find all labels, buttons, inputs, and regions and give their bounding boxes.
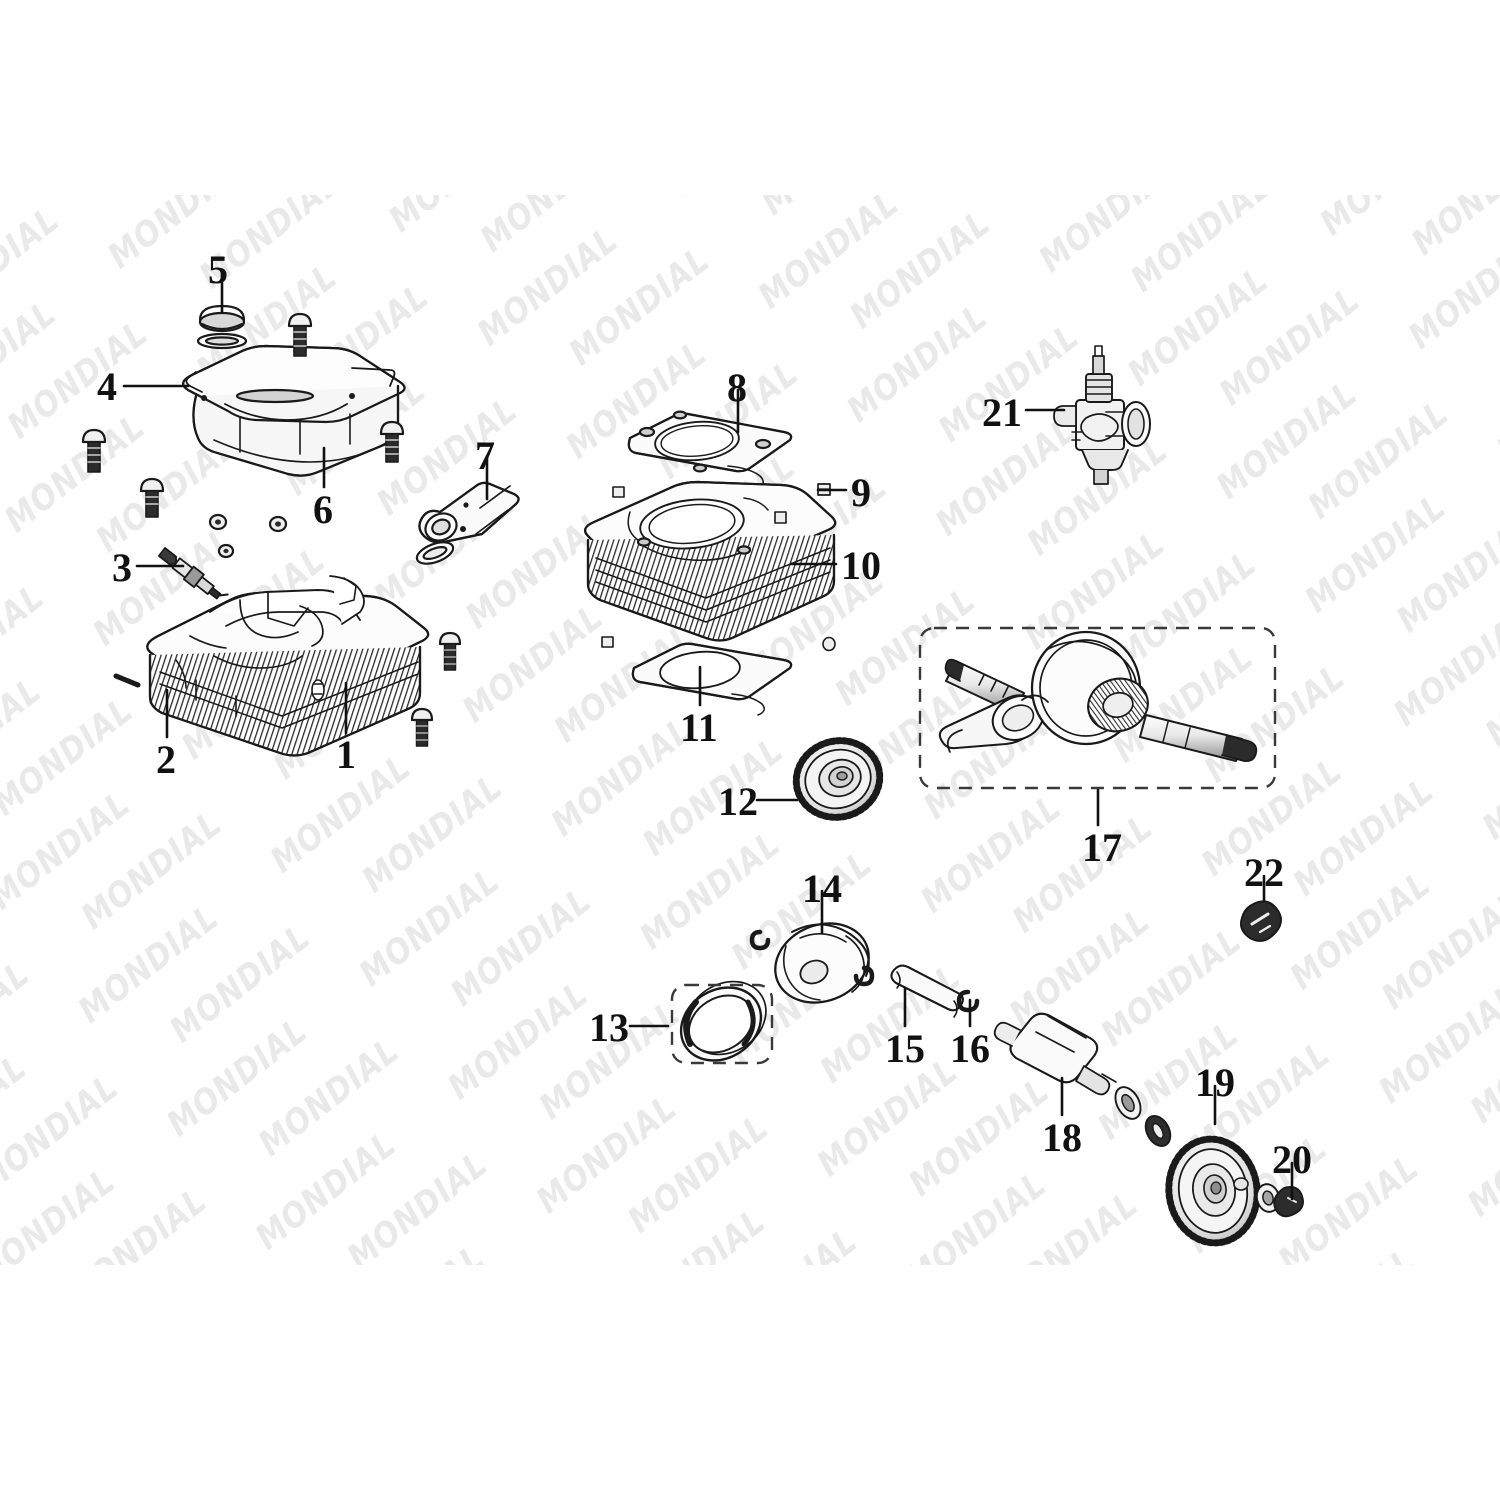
part-1-cylinder-head [146, 575, 430, 757]
callout-14-piston: 14 [802, 866, 842, 911]
part-3-spark-plug [157, 547, 229, 600]
part-13-piston-rings [679, 980, 767, 1062]
callout-22-woodruff-key: 22 [1244, 850, 1284, 895]
callout-8-cylinder-head-gasket: 8 [727, 365, 747, 410]
part-12-cam-sprocket [792, 737, 884, 821]
part-18-balancer-shaft [993, 1012, 1172, 1147]
part-15-piston-pin [890, 964, 964, 1018]
part-22-woodruff-key [1240, 900, 1282, 942]
callout-13-piston-ring-set: 13 [589, 1005, 629, 1050]
callout-16-piston-pin-circlip: 16 [950, 1026, 990, 1071]
callout-19-balancer-driven-gear: 19 [1195, 1060, 1235, 1105]
dashed-group-13 [670, 983, 774, 1065]
callout-1-cylinder-head: 1 [336, 732, 356, 777]
base-dowels [601, 636, 836, 652]
callout-7-intake-manifold: 7 [475, 433, 495, 478]
callout-10-cylinder-barrel: 10 [841, 543, 881, 588]
part-7-intake-manifold [415, 481, 520, 565]
part-21-carburetor [1053, 345, 1151, 485]
cover-bolts [81, 312, 405, 518]
callout-3-spark-plug: 3 [112, 545, 132, 590]
callout-21-carburetor: 21 [982, 390, 1022, 435]
part-10-cylinder-barrel [584, 480, 837, 642]
part-16-pin-circlip [956, 989, 980, 1013]
callout-20-nut-and-washer: 20 [1272, 1137, 1312, 1182]
part-8-head-gasket [627, 410, 793, 489]
head-bolts [410, 631, 462, 747]
callout-2-valve-guide-pin: 2 [156, 737, 176, 782]
callout-5-cap-plug-with-o-ring: 5 [208, 247, 228, 292]
part-20-nut-washer [1233, 1177, 1304, 1218]
callout-15-piston-pin: 15 [885, 1026, 925, 1071]
callout-18-balancer-shaft: 18 [1042, 1115, 1082, 1160]
callout-4-cylinder-head-cover: 4 [97, 364, 117, 409]
part-14-piston [749, 922, 875, 1004]
callout-12-camshaft-timing-sprocket: 12 [718, 779, 758, 824]
callout-17-crankshaft-assembly: 17 [1082, 825, 1122, 870]
part-19-balancer-gear [1165, 1135, 1261, 1247]
cover-washers [208, 513, 288, 559]
part-4-head-cover [182, 344, 406, 477]
callout-6-cover-gasket: 6 [313, 487, 333, 532]
callout-11-cylinder-base-gasket: 11 [680, 705, 718, 750]
dashed-group-17 [918, 626, 1277, 790]
part-17-crankshaft [938, 630, 1258, 762]
part-5-cap-plug [196, 304, 248, 350]
callout-9-dowel-pin: 9 [851, 470, 871, 515]
